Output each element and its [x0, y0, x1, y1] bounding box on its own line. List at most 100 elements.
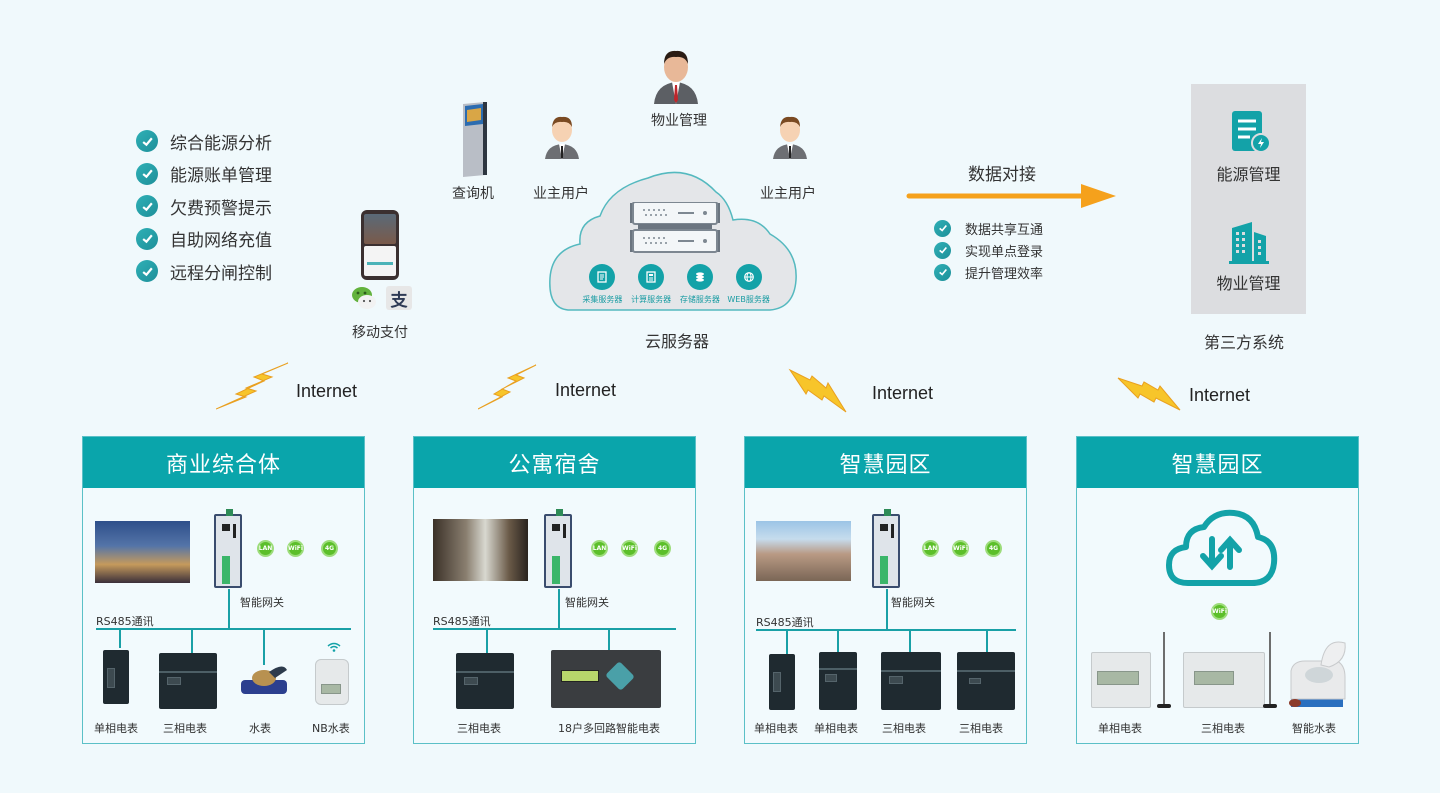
feature-item: 综合能源分析: [136, 125, 272, 158]
single-phase-meter-icon: [103, 650, 129, 704]
device-label: 18户多回路智能电表: [558, 722, 660, 735]
manager-label: 物业管理: [651, 113, 707, 129]
lightning-icon: [1116, 376, 1182, 416]
calculator-icon: [638, 264, 665, 290]
alipay-icon: 支: [386, 286, 412, 311]
internet-label: Internet: [1189, 385, 1251, 405]
smart-water-meter-icon: [1285, 637, 1349, 709]
wifi-icon: WiFi: [287, 540, 304, 557]
multi-circuit-meter-icon: [551, 650, 661, 708]
antenna-icon: [1157, 632, 1171, 710]
device-connector: [191, 628, 193, 666]
gateway-label: 智能网关: [565, 596, 609, 609]
three-phase-meter-icon: [456, 653, 514, 709]
internet-label: Internet: [555, 380, 617, 400]
user-avatar-icon: [771, 113, 809, 159]
rs485-bus: [756, 629, 1016, 631]
feature-label: 能源账单管理: [170, 166, 272, 187]
internet-label: Internet: [296, 381, 358, 401]
panel-smart-park-wireless: 智慧园区 WiFi 单相电表 三相电表 智能水表: [1076, 436, 1359, 744]
server-label: 采集服务器: [582, 295, 623, 304]
gateway-connector: [886, 589, 888, 630]
check-icon: [136, 162, 158, 185]
building-icon: [1228, 222, 1269, 264]
cloud-server: 采集服务器 计算服务器 存储服务器 WEB服务器: [548, 160, 798, 315]
globe-icon: [735, 264, 762, 290]
bus-label: RS485通讯: [756, 616, 814, 629]
panel-title: 商业综合体: [83, 437, 364, 488]
device-label: 三相电表: [959, 722, 1003, 735]
three-phase-meter-icon: [881, 652, 941, 710]
rs485-bus: [96, 628, 351, 630]
kiosk-icon: [455, 102, 490, 177]
feature-label: 自助网络充值: [170, 231, 272, 252]
benefit-item: 数据共享互通: [934, 217, 1043, 239]
check-icon: [136, 260, 158, 283]
kiosk-label: 查询机: [452, 186, 494, 202]
energy-document-icon: [1231, 111, 1271, 153]
internet-label: Internet: [872, 383, 934, 403]
phone-icon: [361, 210, 399, 280]
feature-item: 自助网络充值: [136, 223, 272, 256]
device-label: 单相电表: [814, 722, 858, 735]
device-label: 三相电表: [457, 722, 501, 735]
check-icon: [136, 195, 158, 218]
arrow-right-icon: [906, 183, 1118, 213]
benefit-item: 提升管理效率: [934, 261, 1043, 283]
three-phase-meter-icon: [957, 652, 1015, 710]
three-phase-meter-icon: [159, 653, 217, 709]
single-phase-meter-icon: [769, 654, 795, 710]
server-label: 存储服务器: [679, 295, 720, 304]
smart-gateway-icon: [544, 509, 572, 588]
device-connector: [986, 629, 988, 659]
4g-icon: 4G: [654, 540, 671, 557]
wifi-icon: WiFi: [621, 540, 638, 557]
gateway-label: 智能网关: [240, 596, 284, 609]
device-label: 单相电表: [1098, 722, 1142, 735]
device-connector: [263, 628, 265, 665]
bus-label: RS485通讯: [433, 615, 491, 628]
cloud-server-label: 云服务器: [645, 332, 710, 351]
third-party-box: 能源管理 物业管理: [1191, 84, 1306, 314]
device-label: 智能水表: [1292, 722, 1336, 735]
check-icon: [136, 227, 158, 250]
device-connector: [608, 628, 610, 650]
water-meter-icon: [239, 662, 289, 704]
wifi-signal-icon: [327, 637, 341, 656]
smart-gateway-icon: [214, 509, 242, 588]
feature-label: 远程分闸控制: [170, 263, 272, 284]
server-label: 计算服务器: [631, 295, 672, 304]
three-phase-meter-icon: [1183, 652, 1265, 708]
cloud-sync-icon: [1166, 509, 1278, 593]
server-collect: 采集服务器: [578, 264, 627, 305]
lightning-icon: [788, 368, 848, 418]
server-list: 采集服务器 计算服务器 存储服务器 WEB服务器: [578, 264, 773, 305]
benefit-label: 提升管理效率: [965, 266, 1044, 282]
antenna-icon: [1263, 632, 1277, 710]
document-icon: [589, 264, 616, 290]
nb-water-meter-icon: [315, 659, 349, 705]
third-party-label: 物业管理: [1216, 274, 1281, 293]
rs485-bus: [433, 628, 676, 630]
server-compute: 计算服务器: [627, 264, 676, 305]
device-connector: [786, 629, 788, 657]
4g-icon: 4G: [985, 540, 1002, 557]
feature-item: 能源账单管理: [136, 158, 272, 191]
device-label: 单相电表: [94, 722, 138, 735]
gateway-connector: [558, 589, 560, 629]
feature-list: 综合能源分析 能源账单管理 欠费预警提示 自助网络充值 远程分闸控制: [136, 125, 272, 288]
server-rack-icon: [630, 201, 720, 258]
data-link-title: 数据对接: [968, 165, 1036, 185]
device-connector: [119, 628, 121, 648]
gateway-label: 智能网关: [891, 596, 935, 609]
gateway-connector: [228, 589, 230, 629]
feature-label: 综合能源分析: [170, 133, 272, 154]
wifi-icon: WiFi: [1211, 603, 1228, 620]
lightning-icon: [477, 363, 538, 415]
device-label: 水表: [249, 722, 271, 735]
benefit-item: 实现单点登录: [934, 239, 1043, 261]
server-label: WEB服务器: [727, 295, 770, 304]
single-phase-meter-icon: [819, 652, 857, 710]
lightning-icon: [215, 361, 290, 415]
lan-icon: LAN: [257, 540, 274, 557]
